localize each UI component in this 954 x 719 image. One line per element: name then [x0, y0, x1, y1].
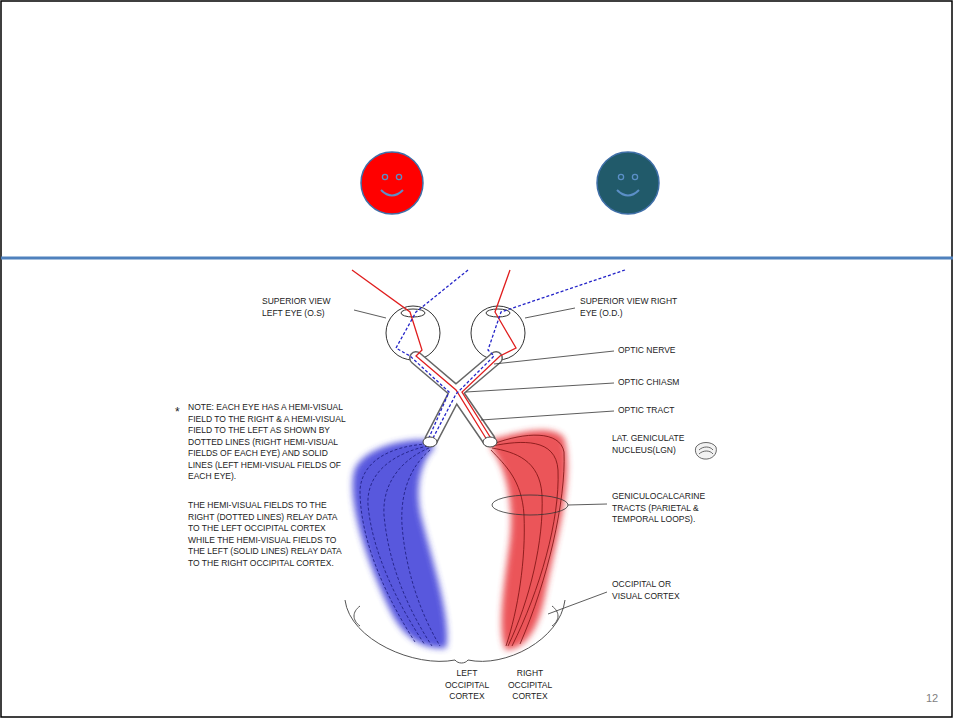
- leader-line: [494, 351, 614, 364]
- note-text: NOTE: EACH EYE HAS A HEMI-VISUAL FIELD T…: [188, 402, 346, 483]
- red-smiley: [361, 152, 423, 214]
- red-radiation: [491, 435, 564, 646]
- blue-radiation: [360, 444, 440, 646]
- visual-fibres: [396, 270, 468, 440]
- blue-radiation: [353, 440, 448, 648]
- occipital-outline: [552, 606, 558, 626]
- lateral-geniculate: [483, 437, 497, 447]
- leader-line: [466, 383, 614, 392]
- teal-smiley: [597, 152, 659, 214]
- lateral-geniculate: [423, 437, 497, 447]
- note-text: THE HEMI-VISUAL FIELDS TO THE RIGHT (DOT…: [188, 500, 346, 569]
- red-smiley: [396, 174, 401, 179]
- leader-line: [568, 504, 607, 505]
- left-eye: [401, 309, 425, 317]
- eye-label: SUPERIOR VIEW LEFT EYE (O.S): [262, 296, 352, 319]
- blue-radiation: [368, 446, 428, 645]
- structure-label: OPTIC TRACT: [618, 405, 728, 417]
- leader-line: [481, 411, 614, 420]
- blue-radiation: [360, 444, 427, 642]
- blue-radiation: [402, 450, 440, 646]
- red-smiley: [381, 190, 403, 196]
- lgn-pictogram: [699, 447, 713, 450]
- teal-smiley: [617, 190, 639, 196]
- leader-line: [548, 592, 607, 614]
- note-asterisk: *: [175, 406, 185, 418]
- visual-fibres: [352, 270, 487, 440]
- optic-nerve-sheath: [416, 358, 456, 440]
- lateral-geniculate: [423, 437, 437, 447]
- page-number: 12: [926, 692, 948, 705]
- red-radiation: [491, 450, 524, 646]
- leader-line: [354, 310, 386, 318]
- teal-smiley: [597, 152, 659, 214]
- lgn-pictogram: [695, 443, 716, 460]
- leader-line: [492, 495, 568, 515]
- lgn-pictogram: [699, 451, 713, 454]
- visual-fibres: [352, 270, 625, 440]
- structure-label: OCCIPITAL OR VISUAL CORTEX: [612, 579, 702, 602]
- occipital-outline: [354, 606, 360, 626]
- visual-fibres: [432, 270, 625, 440]
- structure-label: LAT. GENICULATE NUCLEUS(LGN): [612, 433, 706, 456]
- structure-label: OPTIC CHIASM: [618, 377, 728, 389]
- leader-line: [525, 308, 575, 318]
- red-radiation: [492, 442, 558, 646]
- teal-smiley: [632, 174, 637, 179]
- teal-smiley: [618, 174, 623, 179]
- structure-label: GENICULOCALCARINE TRACTS (PARIETAL & TEM…: [612, 491, 734, 526]
- red-smiley: [361, 152, 423, 214]
- visual-fibres: [462, 270, 516, 440]
- cortex-label: RIGHT OCCIPITAL CORTEX: [499, 668, 561, 703]
- red-radiation: [493, 435, 564, 644]
- structure-label: OPTIC NERVE: [618, 345, 728, 357]
- eye-label: SUPERIOR VIEW RIGHT EYE (O.D.): [580, 296, 680, 319]
- red-smiley: [382, 174, 387, 179]
- red-radiation: [490, 430, 567, 650]
- red-radiation: [492, 448, 542, 646]
- leader-line: [354, 308, 614, 614]
- occipital-outline: [455, 660, 468, 663]
- cortex-label: LEFT OCCIPITAL CORTEX: [436, 668, 498, 703]
- red-radiation: [490, 430, 567, 650]
- blue-radiation: [353, 440, 448, 648]
- lgn-pictogram: [695, 443, 716, 460]
- slide-frame: [1, 257, 953, 260]
- optic-nerve-sheath: [416, 358, 456, 440]
